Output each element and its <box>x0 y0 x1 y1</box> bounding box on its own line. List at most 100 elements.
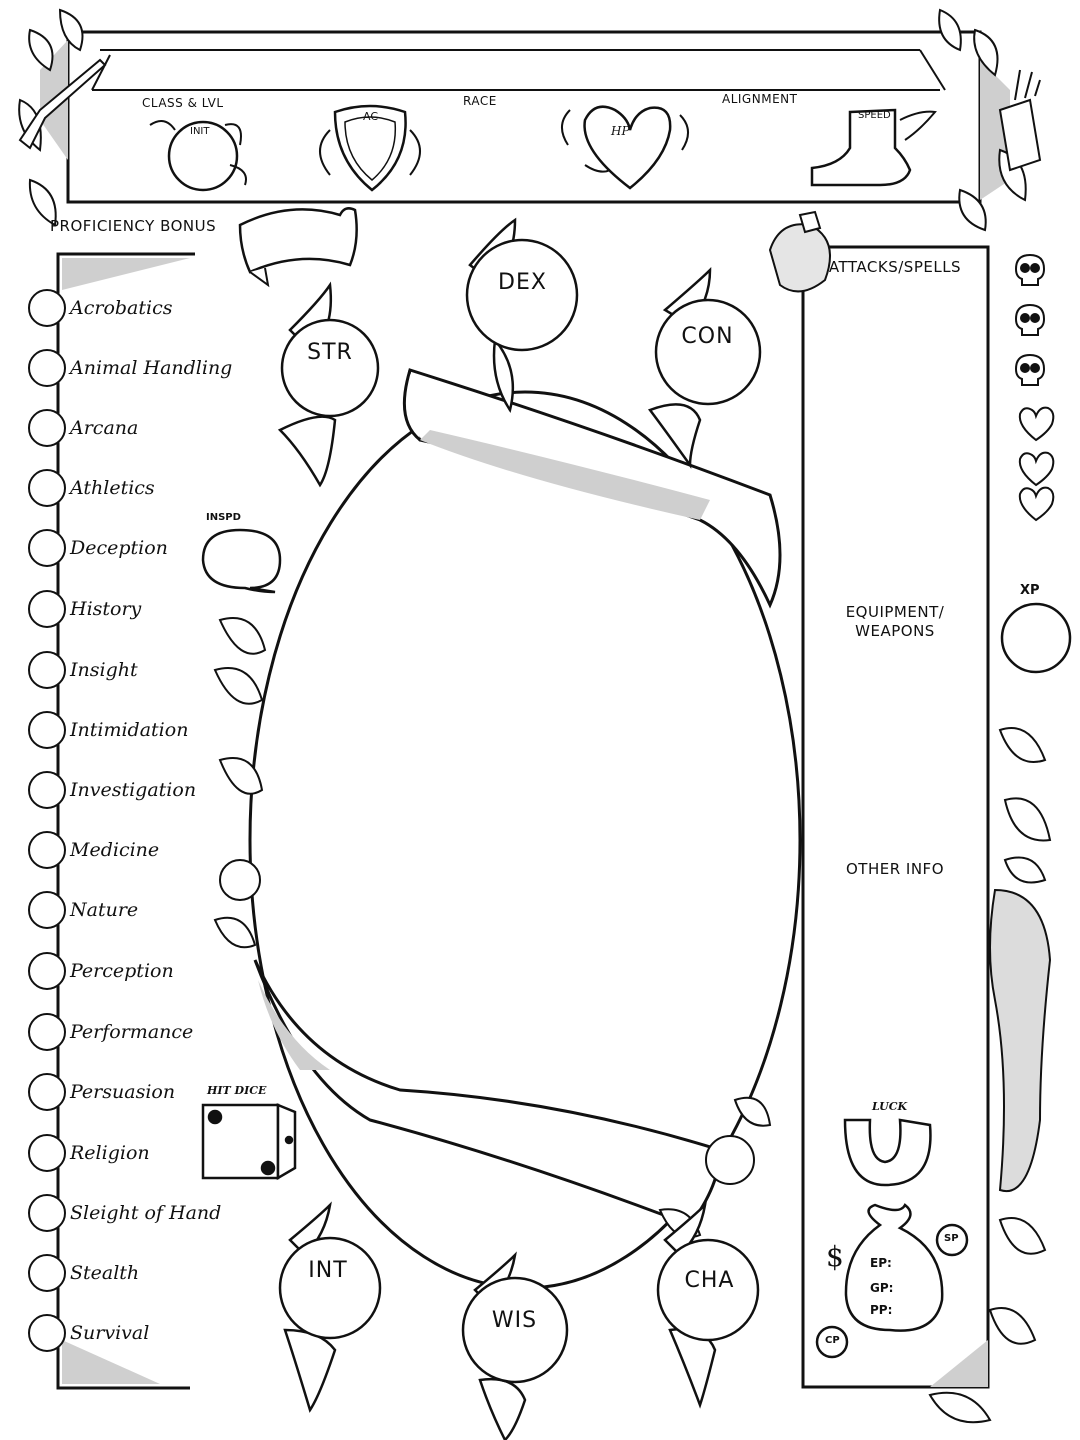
skill-row: Persuasion <box>28 1072 175 1112</box>
skill-label: Acrobatics <box>70 297 173 319</box>
skill-proficiency-bubble[interactable] <box>28 1254 66 1292</box>
portrait-area[interactable] <box>300 520 750 1020</box>
xp-field[interactable] <box>1005 608 1067 670</box>
skill-proficiency-bubble[interactable] <box>28 1134 66 1172</box>
skill-row: Nature <box>28 890 138 930</box>
ac-shield <box>333 104 407 192</box>
skill-row: Intimidation <box>28 710 188 750</box>
hp-field[interactable] <box>595 112 665 172</box>
skill-label: Medicine <box>70 839 160 861</box>
skill-proficiency-bubble[interactable] <box>28 1013 66 1051</box>
skill-proficiency-bubble[interactable] <box>28 1073 66 1111</box>
hit-dice-label: HIT DICE <box>207 1084 267 1097</box>
skill-row: Medicine <box>28 830 159 870</box>
hit-dice-cube <box>201 1103 297 1181</box>
skill-row: Investigation <box>28 770 196 810</box>
skill-proficiency-bubble[interactable] <box>28 349 66 387</box>
dex-field[interactable] <box>482 302 562 342</box>
skill-proficiency-bubble[interactable] <box>28 771 66 809</box>
ac-field[interactable] <box>345 120 399 180</box>
death-save-success-toggle[interactable] <box>1016 482 1056 522</box>
skill-proficiency-bubble[interactable] <box>28 1314 66 1352</box>
luck-label: LUCK <box>872 1100 908 1113</box>
ep-field[interactable] <box>895 1252 935 1272</box>
skill-row: Sleight of Hand <box>28 1193 221 1233</box>
skill-proficiency-bubble[interactable] <box>28 1194 66 1232</box>
cha-field[interactable] <box>670 1298 746 1336</box>
hp-label: HP <box>611 124 630 138</box>
str-field[interactable] <box>292 372 368 408</box>
init-circle <box>167 120 239 192</box>
proficiency-bonus-field[interactable] <box>255 220 345 260</box>
pp-label: PP: <box>870 1303 893 1317</box>
skill-label: Religion <box>70 1142 150 1164</box>
skill-row: Perception <box>28 951 174 991</box>
speed-field[interactable] <box>820 130 900 180</box>
alignment-label: ALIGNMENT <box>722 92 798 106</box>
dex-circle <box>465 238 579 352</box>
skill-proficiency-bubble[interactable] <box>28 891 66 929</box>
cp-coin <box>815 1325 849 1359</box>
inspiration-field[interactable] <box>210 535 275 585</box>
race-field[interactable] <box>430 60 630 88</box>
luck-field[interactable] <box>845 1115 935 1187</box>
skill-proficiency-bubble[interactable] <box>28 590 66 628</box>
str-label: STR <box>307 340 353 365</box>
skill-label: Animal Handling <box>70 357 233 379</box>
skill-proficiency-bubble[interactable] <box>28 529 66 567</box>
sp-label: SP <box>944 1233 959 1244</box>
skill-proficiency-bubble[interactable] <box>28 952 66 990</box>
skill-row: Stealth <box>28 1253 139 1293</box>
death-save-success-toggle[interactable] <box>1016 402 1056 442</box>
skill-proficiency-bubble[interactable] <box>28 651 66 689</box>
skill-proficiency-bubble[interactable] <box>28 831 66 869</box>
skill-row: Performance <box>28 1012 193 1052</box>
skill-proficiency-bubble[interactable] <box>28 289 66 327</box>
skill-label: Intimidation <box>70 719 189 741</box>
init-label: INIT <box>190 126 210 137</box>
equipment-label-line2: WEAPONS <box>855 622 935 640</box>
sp-coin <box>935 1223 969 1257</box>
alignment-field[interactable] <box>700 60 900 88</box>
skill-label: Stealth <box>70 1262 140 1284</box>
pp-field[interactable] <box>895 1300 935 1320</box>
skill-label: Investigation <box>70 779 197 801</box>
skill-label: Persuasion <box>70 1081 176 1103</box>
equipment-field[interactable] <box>810 645 980 845</box>
skill-label: Nature <box>70 899 139 921</box>
int-field[interactable] <box>292 1292 368 1330</box>
gp-field[interactable] <box>895 1277 935 1297</box>
xp-label: XP <box>1020 583 1040 598</box>
skill-row: Deception <box>28 528 168 568</box>
init-field[interactable] <box>175 128 231 184</box>
horseshoe <box>843 1118 932 1187</box>
death-save-failure-toggle[interactable] <box>1014 352 1046 388</box>
other-info-field[interactable] <box>810 885 980 1095</box>
int-label: INT <box>308 1258 348 1283</box>
ac-label: AC <box>363 110 379 123</box>
attacks-spells-field[interactable] <box>810 285 980 585</box>
wis-label: WIS <box>491 1308 538 1333</box>
death-save-success-toggle[interactable] <box>1016 447 1056 487</box>
class-level-field[interactable] <box>140 60 340 88</box>
death-save-failure-toggle[interactable] <box>1014 302 1046 338</box>
equipment-label-line1: EQUIPMENT/ <box>845 603 945 621</box>
attacks-spells-label: ATTACKS/SPELLS <box>828 258 962 276</box>
hp-heart <box>583 105 672 190</box>
int-circle <box>278 1236 382 1340</box>
speed-boot <box>810 108 912 187</box>
hit-dice-field[interactable] <box>205 1108 277 1178</box>
cha-label: CHA <box>684 1268 735 1293</box>
dollar-icon: $ <box>826 1240 844 1273</box>
skill-proficiency-bubble[interactable] <box>28 469 66 507</box>
skill-proficiency-bubble[interactable] <box>28 711 66 749</box>
death-save-failure-toggle[interactable] <box>1014 252 1046 288</box>
con-field[interactable] <box>668 356 748 396</box>
skill-label: Perception <box>70 960 174 982</box>
speed-label: SPEED <box>858 110 891 121</box>
skill-proficiency-bubble[interactable] <box>28 409 66 447</box>
proficiency-bonus-label: PROFICIENCY BONUS <box>50 217 217 235</box>
wis-field[interactable] <box>475 1340 555 1378</box>
str-circle <box>280 318 380 418</box>
